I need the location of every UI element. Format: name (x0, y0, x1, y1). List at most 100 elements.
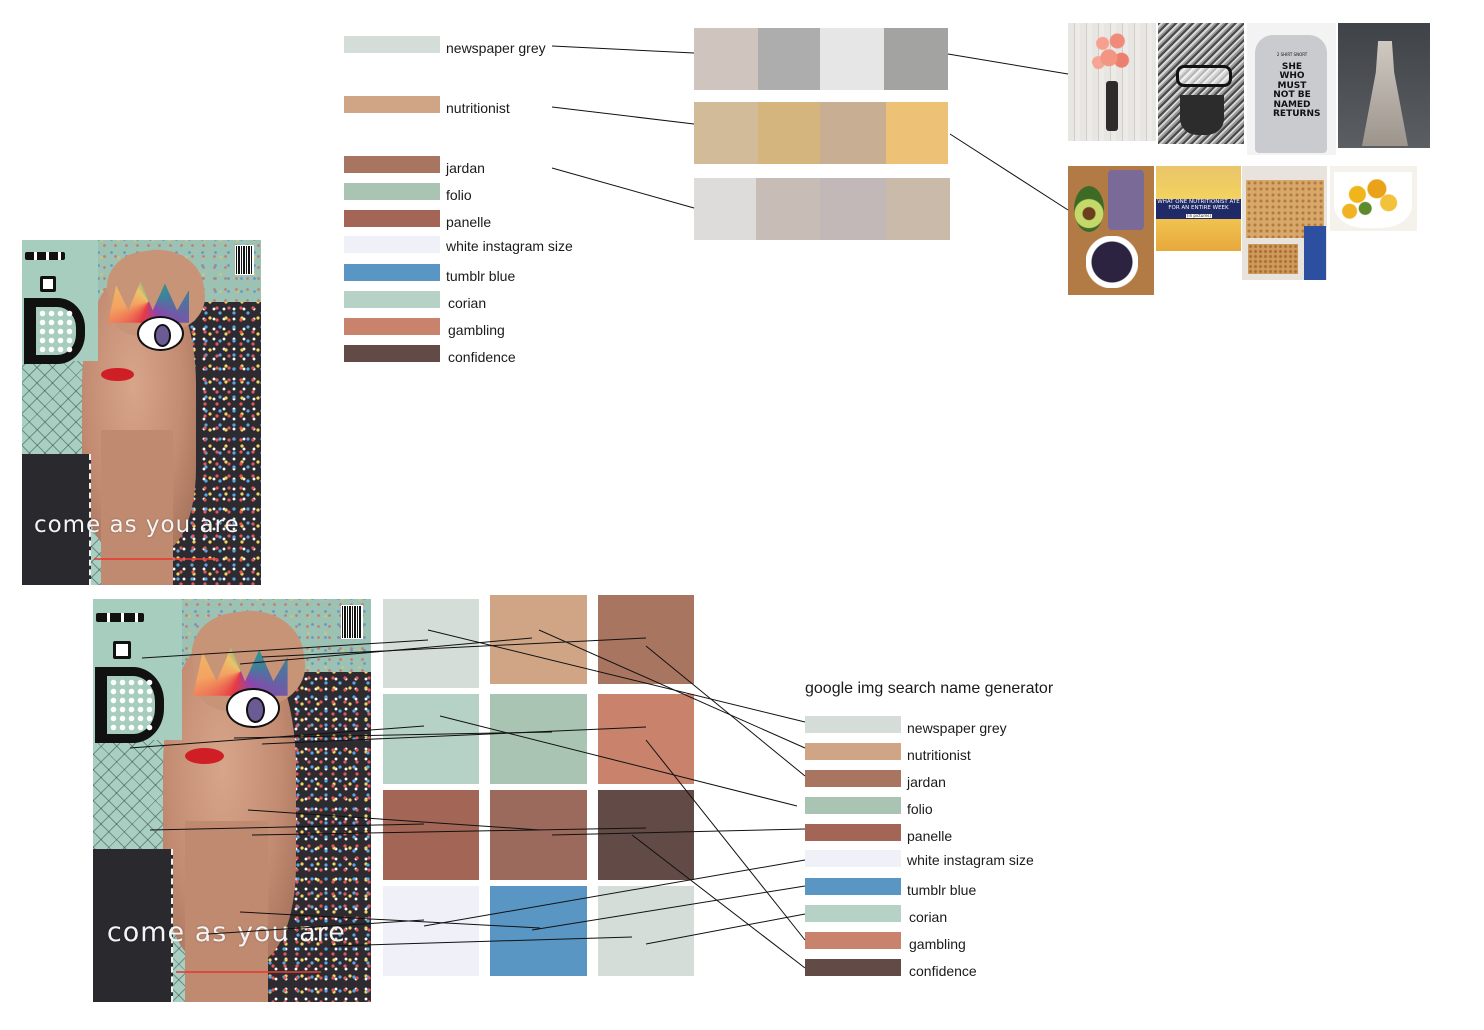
cover-coverline-large: come as you are (106, 917, 346, 948)
generator-label-nutritionist: nutritionist (907, 747, 971, 763)
food-banner-subtext: (in pictures) (1186, 213, 1212, 219)
cover-small-print (93, 558, 218, 560)
generator-swatch-nutritionist (805, 743, 901, 760)
dress-shape (1362, 41, 1408, 146)
berries-bowl (1086, 236, 1138, 288)
generator-label-gambling: gambling (909, 936, 966, 952)
generator-label-panelle: panelle (907, 828, 953, 844)
top-legend-swatch-tumblr-blue (344, 264, 440, 281)
grid-cell-panelle (383, 790, 479, 880)
cover-barcode (235, 245, 254, 275)
palette-tan-1 (694, 102, 758, 164)
cover-logo-square (40, 276, 56, 292)
sweater-photo: 2 SHIRT SNORT SHE WHO MUST NOT BE NAMED … (1247, 23, 1336, 155)
top-legend-label-confidence: confidence (448, 349, 516, 365)
portrait-glasses (1176, 65, 1232, 87)
grid-cell-jardan (598, 595, 694, 684)
chips-bowl (1334, 172, 1412, 228)
grid-cell-newspaper-grey-2 (598, 886, 694, 976)
cover-large-barcode (341, 605, 363, 640)
sketch-portrait-photo (1158, 23, 1244, 144)
baking-dish (1304, 226, 1326, 280)
grid-cell-white-instagram-size (383, 886, 479, 976)
top-legend-swatch-gambling (344, 318, 440, 335)
top-legend-label-nutritionist: nutritionist (446, 100, 510, 116)
top-legend-label-jardan: jardan (446, 160, 485, 176)
sweater-body (1255, 35, 1327, 153)
dress-photo (1338, 23, 1430, 148)
cover-eye-graphic (136, 315, 184, 351)
sweater-slogan: SHE WHO MUST NOT BE NAMED RETURNS (1273, 62, 1321, 120)
cover-large-eye-graphic (226, 687, 281, 728)
generator-label-newspaper-grey: newspaper grey (907, 720, 1007, 736)
generator-title: google img search name generator (805, 680, 1054, 697)
grid-cell-tumblr-blue (490, 886, 587, 976)
magazine-cover-small: come as you are (22, 240, 261, 585)
grid-cell-nutritionist (490, 595, 587, 684)
sweater-tag: 2 SHIRT SNORT (1276, 52, 1308, 57)
palette-grey-2 (758, 28, 820, 90)
veggie-chips-photo (1330, 166, 1417, 231)
palette-grey-1 (694, 28, 758, 90)
cover-large-logo-d (95, 667, 164, 743)
generator-label-tumblr-blue: tumblr blue (907, 882, 977, 898)
cover-logo-d (24, 298, 85, 364)
grid-cell-gambling (598, 694, 694, 784)
generator-swatch-white-instagram-size (805, 850, 901, 867)
grid-cell-folio (490, 694, 587, 784)
generator-swatch-confidence (805, 959, 901, 976)
cover-jacket-lapel (22, 453, 91, 585)
generator-label-white-instagram-size: white instagram size (907, 852, 1034, 868)
avocado (1074, 186, 1104, 232)
cover-large-logo-square (113, 641, 131, 659)
magazine-cover-large: come as you are (93, 599, 371, 1002)
cover-large-small-print (176, 971, 321, 973)
generator-swatch-jardan (805, 770, 901, 787)
palette-stone-3 (820, 178, 886, 240)
palette-tan-2 (758, 102, 820, 164)
grid-cell-jardan-2 (490, 790, 587, 880)
generator-swatch-panelle (805, 824, 901, 841)
nutritionist-post-photo: WHAT ONE NUTRITIONIST ATE FOR AN ENTIRE … (1156, 166, 1241, 251)
top-legend-label-newspaper-grey: newspaper grey (446, 40, 546, 56)
generator-swatch-tumblr-blue (805, 878, 901, 895)
top-legend-label-corian: corian (448, 295, 487, 311)
cover-large-lips (184, 748, 224, 765)
palette-stone-1 (694, 178, 756, 240)
cover-neck (100, 429, 173, 585)
balloon-figure (1106, 81, 1118, 131)
top-legend-swatch-panelle (344, 210, 440, 227)
cover-logo-dots (25, 252, 65, 260)
grid-cell-corian-1 (383, 694, 479, 784)
generator-label-jardan: jardan (907, 774, 946, 790)
generator-swatch-newspaper-grey (805, 716, 901, 733)
top-legend-label-panelle: panelle (446, 214, 492, 230)
generator-swatch-corian (805, 905, 901, 922)
top-legend-swatch-white-instagram-size (344, 236, 440, 253)
oat-bar-piece (1248, 244, 1298, 274)
connector-line (551, 106, 695, 125)
connector-line (947, 53, 1069, 75)
top-legend-swatch-folio (344, 183, 440, 200)
top-legend-swatch-jardan (344, 156, 440, 173)
cover-large-logo-dots (96, 613, 144, 622)
generator-label-folio: folio (907, 801, 933, 817)
smoothie-glass (1108, 170, 1144, 230)
connector-line (551, 45, 695, 54)
top-legend-label-folio: folio (446, 187, 472, 203)
top-legend-label-white-instagram-size: white instagram size (446, 238, 573, 254)
top-legend-swatch-nutritionist (344, 96, 440, 113)
top-legend-swatch-confidence (344, 345, 440, 362)
portrait-beard (1180, 95, 1224, 135)
palette-grey-4 (884, 28, 948, 90)
oat-bar-slab (1246, 180, 1324, 238)
oat-bars-photo (1242, 166, 1327, 280)
grid-cell-newspaper-grey (383, 599, 479, 688)
generator-label-confidence: confidence (909, 963, 977, 979)
connector-line (551, 167, 695, 209)
top-legend-label-tumblr-blue: tumblr blue (446, 268, 516, 284)
grid-cell-confidence (598, 790, 694, 880)
balloon-photo (1068, 23, 1156, 141)
generator-swatch-folio (805, 797, 901, 814)
palette-tan-3 (820, 102, 886, 164)
